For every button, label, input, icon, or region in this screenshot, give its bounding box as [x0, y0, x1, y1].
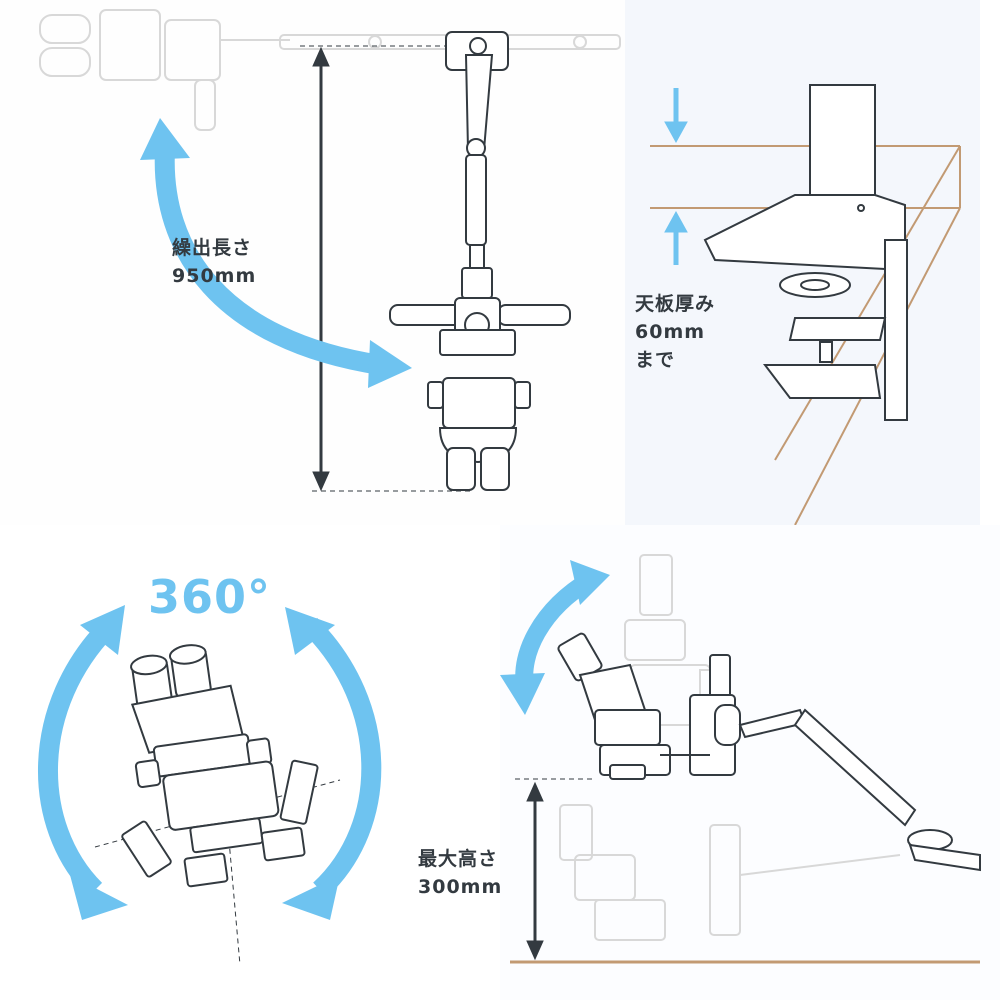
- reach-panel: 繰出長さ 950mm: [0, 0, 625, 525]
- clamp-panel: 天板厚み 60mm まで: [625, 0, 980, 525]
- ghost-microscope-icon: [39, 9, 621, 131]
- tilt-curved-arrow-icon: [500, 560, 610, 715]
- height-panel: 最大高さ 300mm: [418, 525, 1000, 1000]
- reach-illustration: [39, 9, 621, 492]
- raised-microscope-icon: [557, 632, 981, 872]
- extended-microscope-icon: [389, 31, 571, 491]
- reach-label: 繰出長さ 950mm: [172, 237, 257, 287]
- rotation-arrows-icon: [37, 605, 382, 920]
- height-illustration: [500, 554, 981, 964]
- clamp-label: 天板厚み 60mm まで: [635, 293, 716, 371]
- rotation-illustration: [37, 605, 382, 966]
- rotation-panel: 360°: [0, 525, 500, 1000]
- clamp-icon: [703, 84, 908, 421]
- reach-curved-arrow-icon: [140, 118, 412, 388]
- reach-dimension-arrow-icon: [312, 46, 330, 492]
- height-label: 最大高さ 300mm: [418, 848, 503, 898]
- thickness-arrows-icon: [664, 88, 688, 265]
- tilted-microscope-icon: [121, 644, 319, 888]
- height-dimension-arrow-icon: [526, 781, 544, 961]
- rotation-value: 360°: [148, 570, 272, 624]
- clamp-illustration: [650, 84, 961, 525]
